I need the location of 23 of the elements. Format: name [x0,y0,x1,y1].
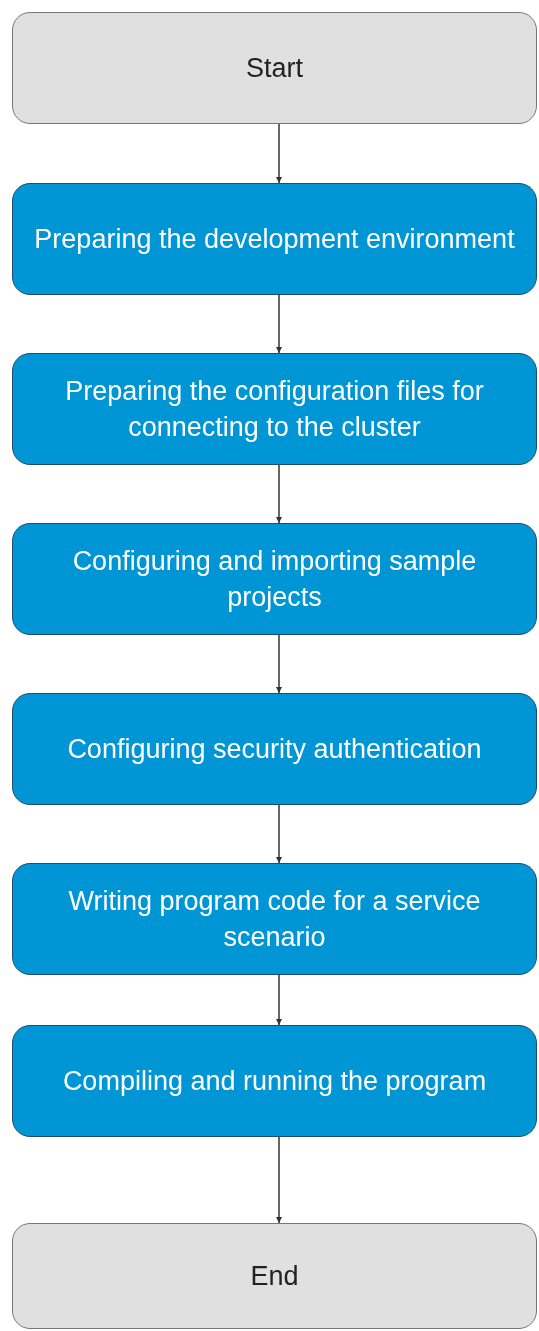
arrow [276,634,282,694]
step-label: Configuring and importing sample projects [71,544,478,614]
arrow [276,123,282,184]
terminal-box [12,1223,537,1329]
step-label: Configuring security authentication [67,732,482,766]
process-box [12,523,537,635]
step-label: Start [246,51,303,85]
arrow [276,974,282,1026]
step-label: Preparing the configuration files for connecting to the cluster [64,374,485,444]
process-box [12,183,537,295]
arrow [276,294,282,354]
step-label: End [250,1259,299,1293]
terminal-box [12,12,537,124]
step-label: Preparing the development environment [34,222,515,256]
step-label: Compiling and running the program [62,1064,487,1098]
process-box [12,863,537,975]
arrow [276,1136,282,1224]
process-box [12,1025,537,1137]
arrow [276,804,282,864]
arrow [276,464,282,524]
step-label: Writing program code for a service scenario [67,884,482,954]
process-box [12,353,537,465]
process-box [12,693,537,805]
